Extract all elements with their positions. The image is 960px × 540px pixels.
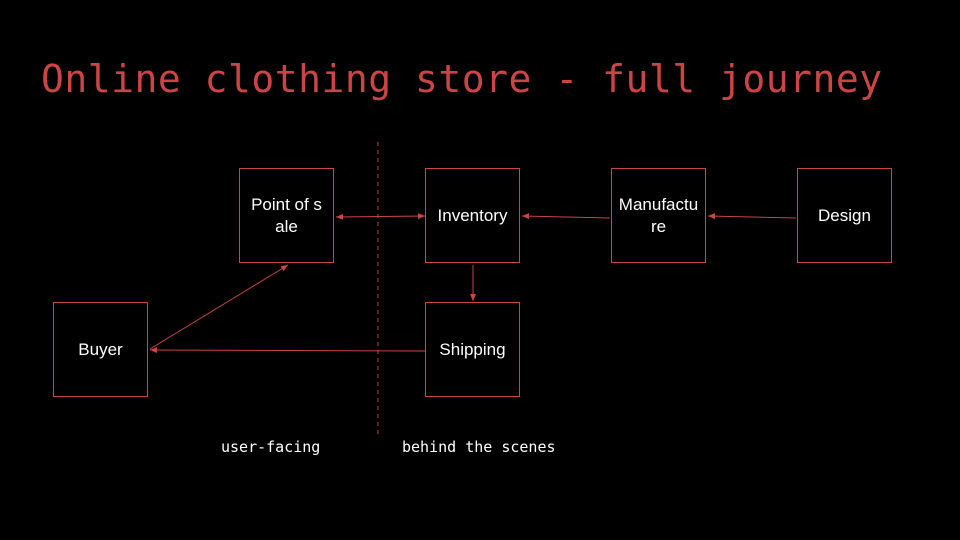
edge-manufacture-inventory	[521, 213, 611, 220]
node-design: Design	[797, 168, 892, 263]
region-label-behind-the-scenes: behind the scenes	[402, 438, 556, 456]
node-label: Design	[818, 205, 871, 225]
node-buyer: Buyer	[53, 302, 148, 397]
node-label: Shipping	[439, 339, 506, 359]
node-shipping: Shipping	[425, 302, 520, 397]
node-point-of-sale: Point of sale	[239, 168, 334, 263]
node-label: Buyer	[78, 339, 123, 359]
edge-design-manufacture	[707, 213, 797, 220]
node-manufacture: Manufacture	[611, 168, 706, 263]
node-label: Point of sale	[251, 194, 322, 236]
edge-buyer-point-of-sale	[149, 264, 289, 350]
node-label: Inventory	[437, 205, 508, 225]
node-inventory: Inventory	[425, 168, 520, 263]
slide-title: Online clothing store - full journey	[41, 57, 883, 101]
region-label-user-facing: user-facing	[221, 438, 321, 456]
edge-point-of-sale-inventory	[335, 213, 426, 220]
edge-shipping-buyer	[149, 347, 426, 354]
node-label: Manufacture	[618, 194, 699, 236]
